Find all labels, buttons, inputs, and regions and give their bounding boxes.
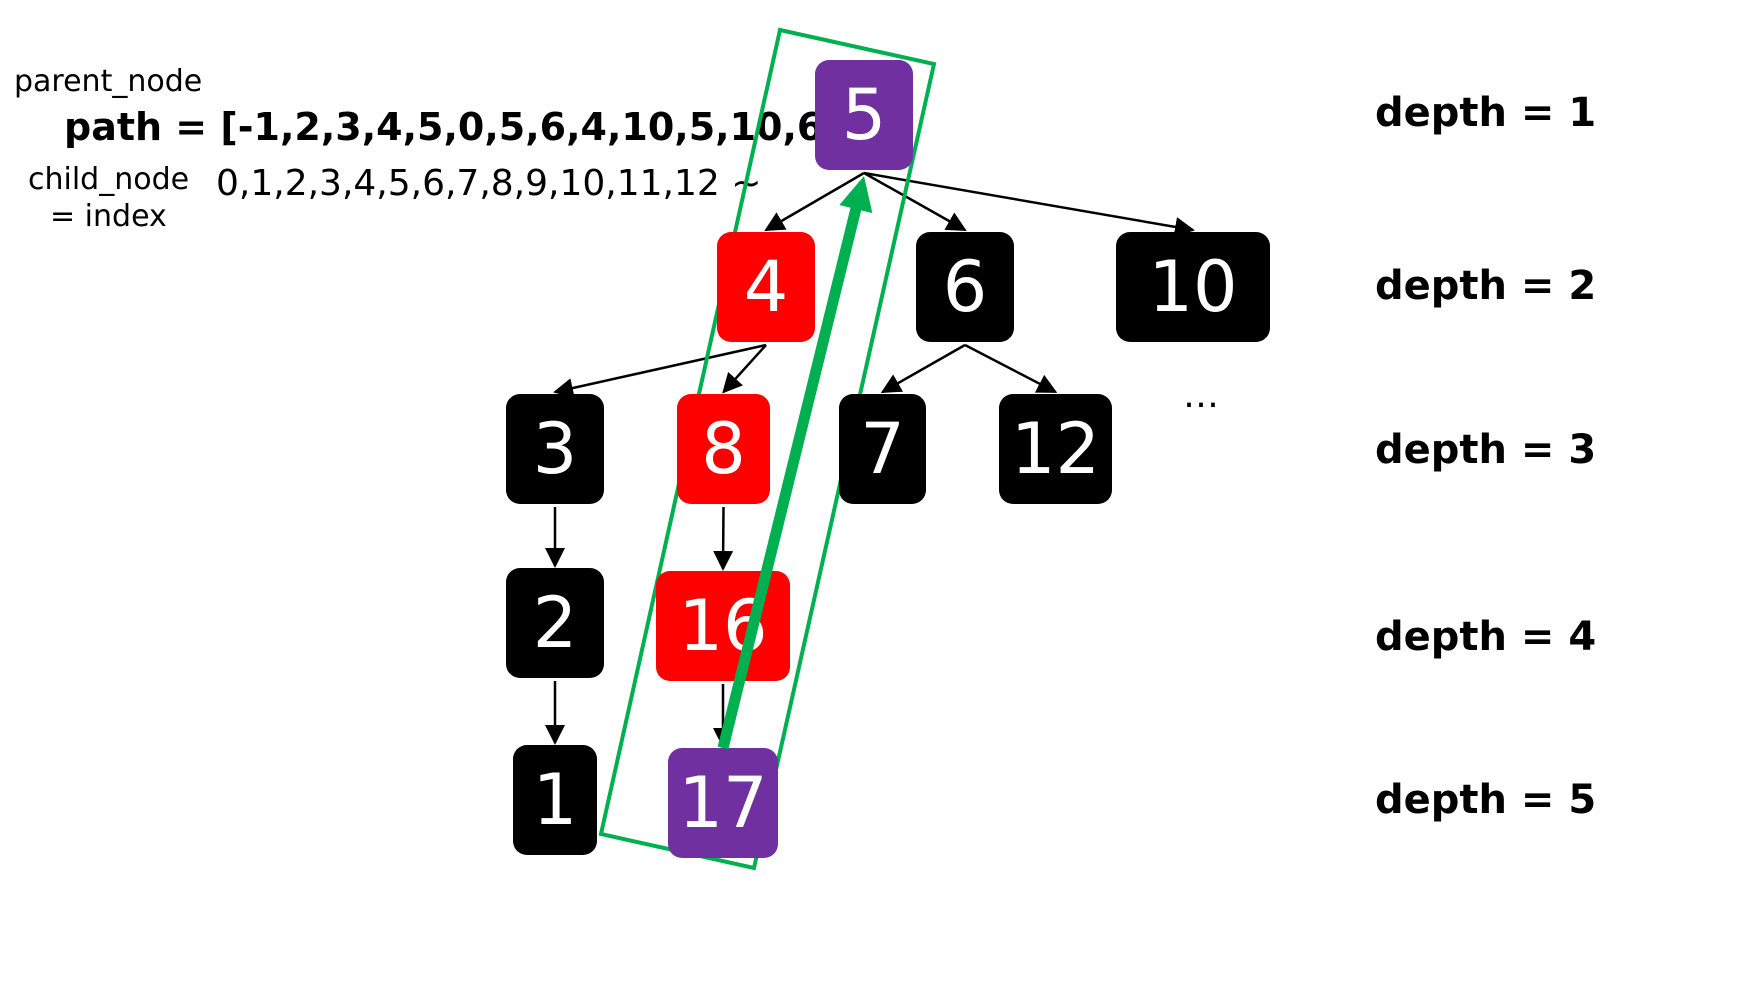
tree-node: 17 [668,748,778,858]
tree-edge [880,343,966,394]
path-array: path = [-1,2,3,4,5,0,5,6,4,10,5,10,6,~] [64,105,887,149]
depth-label-5: depth = 5 [1375,777,1597,823]
ellipsis: … [1183,375,1219,416]
parent-node-label: parent_node [14,64,203,99]
tree-node: 5 [815,60,913,170]
tree-edge [764,171,865,232]
tree-node: 6 [916,232,1014,342]
depth-label-4: depth = 4 [1375,614,1597,660]
tree-edge [863,171,967,232]
depth-label-2: depth = 2 [1375,263,1597,309]
tree-node: 1 [513,745,597,855]
tree-edge [863,171,1195,237]
tree-node: 7 [839,394,926,504]
tree-node: 12 [999,394,1112,504]
depth-label-3: depth = 3 [1375,427,1597,473]
tree-edge [713,506,734,571]
path-highlight-box [598,27,937,871]
tree-edge [553,343,767,398]
tree-edge [964,343,1058,394]
tree-node: 2 [506,568,604,678]
tree-node: 3 [506,394,604,504]
index-list: 0,1,2,3,4,5,6,7,8,9,10,11,12 ~ [216,163,762,204]
child-node-label: child_node [28,162,190,197]
tree-node: 16 [656,571,790,681]
tree-node: 8 [677,394,770,504]
index-label: = index [50,199,167,234]
depth-label-1: depth = 1 [1375,90,1597,136]
tree-node: 10 [1116,232,1270,342]
tree-node: 4 [717,232,815,342]
